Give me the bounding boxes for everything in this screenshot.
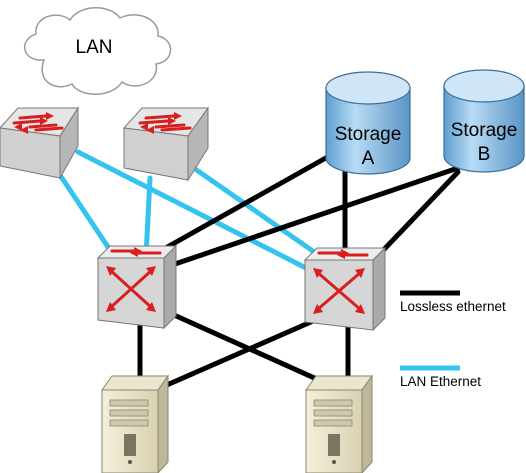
workgroup-switch-icon [0, 106, 79, 180]
lossless-link [172, 165, 461, 267]
lan-links [55, 149, 323, 271]
storage-a-label-line1: Storage [335, 124, 402, 145]
lossless-link [369, 169, 461, 265]
core-switch-2 [303, 246, 387, 332]
workgroup-switch-icon [122, 106, 209, 182]
storage-a-label-line2: A [362, 148, 375, 169]
lan-link [143, 175, 153, 259]
access-switch-2 [122, 106, 209, 182]
storage-b-label-line1: Storage [451, 120, 518, 141]
legend: Lossless ethernet LAN Ethernet [400, 290, 506, 389]
database-cylinder-icon [443, 69, 525, 173]
multilayer-switch-icon [303, 246, 387, 332]
lossless-link [159, 147, 343, 253]
lossless-link [157, 315, 323, 391]
multilayer-switch-icon [96, 244, 178, 330]
database-cylinder-icon [325, 71, 411, 175]
cloud-icon [24, 7, 172, 95]
lossless-links [137, 147, 461, 391]
cloud-label: LAN [76, 37, 113, 58]
lan-cloud: LAN [24, 7, 172, 95]
storage-a: Storage A [325, 71, 411, 175]
server-2 [305, 374, 373, 473]
storage-b: Storage B [443, 69, 525, 173]
storage-b-label-line2: B [478, 144, 491, 165]
server-1 [101, 374, 169, 473]
legend-label-lan: LAN Ethernet [400, 374, 481, 389]
core-switch-1 [96, 244, 178, 330]
lan-link [75, 149, 309, 271]
lan-link [55, 169, 117, 259]
links [55, 147, 461, 391]
tower-server-icon [305, 374, 373, 473]
legend-label-lossless: Lossless ethernet [400, 299, 506, 314]
access-switch-1 [0, 106, 79, 180]
tower-server-icon [101, 374, 169, 473]
lan-link [185, 161, 323, 259]
